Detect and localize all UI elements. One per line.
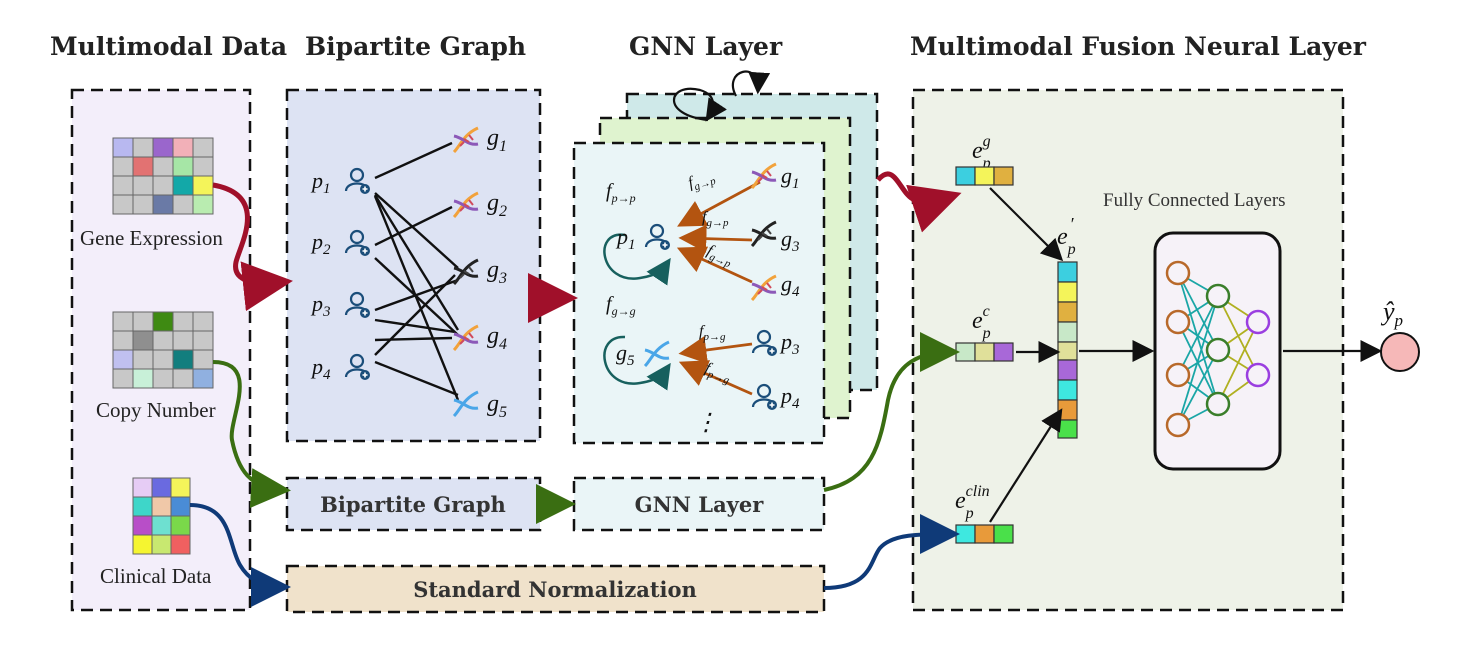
clinical-data-arrow — [189, 503, 291, 607]
self-loop-p — [603, 233, 671, 286]
gnn-layer-box-label: GNN Layer — [635, 492, 765, 517]
patient-node-4: p4 — [310, 353, 372, 383]
gnn-edges-pg — [678, 336, 753, 396]
bipartite-graph-box-label: Bipartite Graph — [320, 492, 506, 517]
bipartite-edges — [373, 141, 460, 401]
gnn-layer-front — [572, 141, 826, 445]
output-node — [1380, 332, 1420, 372]
gnn-p1-label: p1 — [615, 224, 636, 253]
e-c-label: epc — [972, 303, 991, 342]
f-g-to-p-label: fg→p — [702, 209, 729, 229]
stack-loop-arrow — [673, 87, 727, 122]
standard-normalization-label: Standard Normalization — [413, 577, 697, 602]
gene-node-3: g3 — [452, 257, 507, 287]
e-g-label: epg — [972, 133, 991, 172]
f-g-to-g-label: fg→g — [606, 293, 636, 318]
gnn-p4-label: p4 — [779, 383, 800, 412]
output-label: ŷp — [1380, 297, 1403, 330]
gnn-p3-label: p3 — [779, 329, 800, 358]
title-multimodal-data: Multimodal Data — [50, 32, 287, 61]
bipartite-graph-box — [285, 476, 542, 532]
gnn-g5-label: g5 — [616, 340, 635, 369]
embedding-e-c — [955, 342, 1014, 362]
label-copy-number: Copy Number — [96, 398, 216, 422]
gene-node-2: g2 — [452, 190, 507, 220]
svg-text:g5: g5 — [487, 391, 507, 421]
gnn-edges-gp — [676, 180, 761, 284]
gnn-box-to-ec-arrow — [823, 332, 960, 492]
patient-node-1: p1 — [310, 167, 372, 197]
nn-nodes — [1165, 260, 1271, 438]
svg-text:g1: g1 — [487, 125, 507, 155]
title-fusion-layer: Multimodal Fusion Neural Layer — [910, 32, 1367, 61]
gnn-g4-label: g4 — [781, 271, 800, 300]
svg-text:g3: g3 — [487, 257, 507, 287]
f-p-to-p-label: fp→p — [606, 180, 636, 205]
gene-node-4: g4 — [452, 323, 507, 353]
gene-expression-arrow — [212, 182, 293, 312]
f-p-to-g-label: fp→g — [699, 323, 726, 343]
embedding-e-prime — [1057, 261, 1078, 439]
svg-text:p4: p4 — [310, 354, 331, 383]
svg-text:p2: p2 — [310, 229, 331, 258]
svg-text:g2: g2 — [487, 190, 507, 220]
nn-connections — [1177, 272, 1259, 426]
copy-number-heatmap — [112, 311, 214, 389]
embedding-e-g — [955, 166, 1014, 186]
gnn-layer-box — [572, 476, 826, 532]
gnn-to-eg-arrow — [876, 171, 962, 233]
gnn-g3-label: g3 — [781, 226, 800, 255]
gene-node-1: g1 — [452, 125, 507, 155]
fully-connected-label: Fully Connected Layers — [1103, 190, 1286, 211]
svg-text:p3: p3 — [310, 291, 331, 320]
e-prime-label: ep′ — [1057, 214, 1076, 258]
clinical-data-heatmap — [132, 477, 191, 555]
label-clinical-data: Clinical Data — [100, 564, 212, 588]
label-gene-expression: Gene Expression — [80, 226, 223, 250]
patient-node-3: p3 — [310, 291, 372, 320]
title-bipartite-graph: Bipartite Graph — [305, 32, 526, 61]
title-gnn-layer: GNN Layer — [629, 32, 783, 61]
gnn-ellipsis: ⋮ — [694, 410, 718, 436]
copy-number-arrow — [212, 360, 291, 509]
embedding-e-clin — [955, 524, 1014, 544]
patient-node-2: p2 — [310, 229, 372, 258]
e-clin-label: epclin — [955, 483, 990, 522]
bipartite-graph-panel — [285, 88, 542, 443]
svg-text:g4: g4 — [487, 323, 507, 353]
gene-node-5: g5 — [452, 390, 507, 421]
stack-loop-arrow — [732, 70, 771, 97]
fusion-arrows — [989, 187, 1383, 523]
svg-text:p1: p1 — [310, 168, 331, 197]
normalization-to-eclin-arrow — [823, 514, 960, 590]
gnn-g1-label: g1 — [781, 163, 800, 192]
gene-expression-heatmap — [112, 137, 214, 215]
self-loop-g — [603, 335, 671, 391]
